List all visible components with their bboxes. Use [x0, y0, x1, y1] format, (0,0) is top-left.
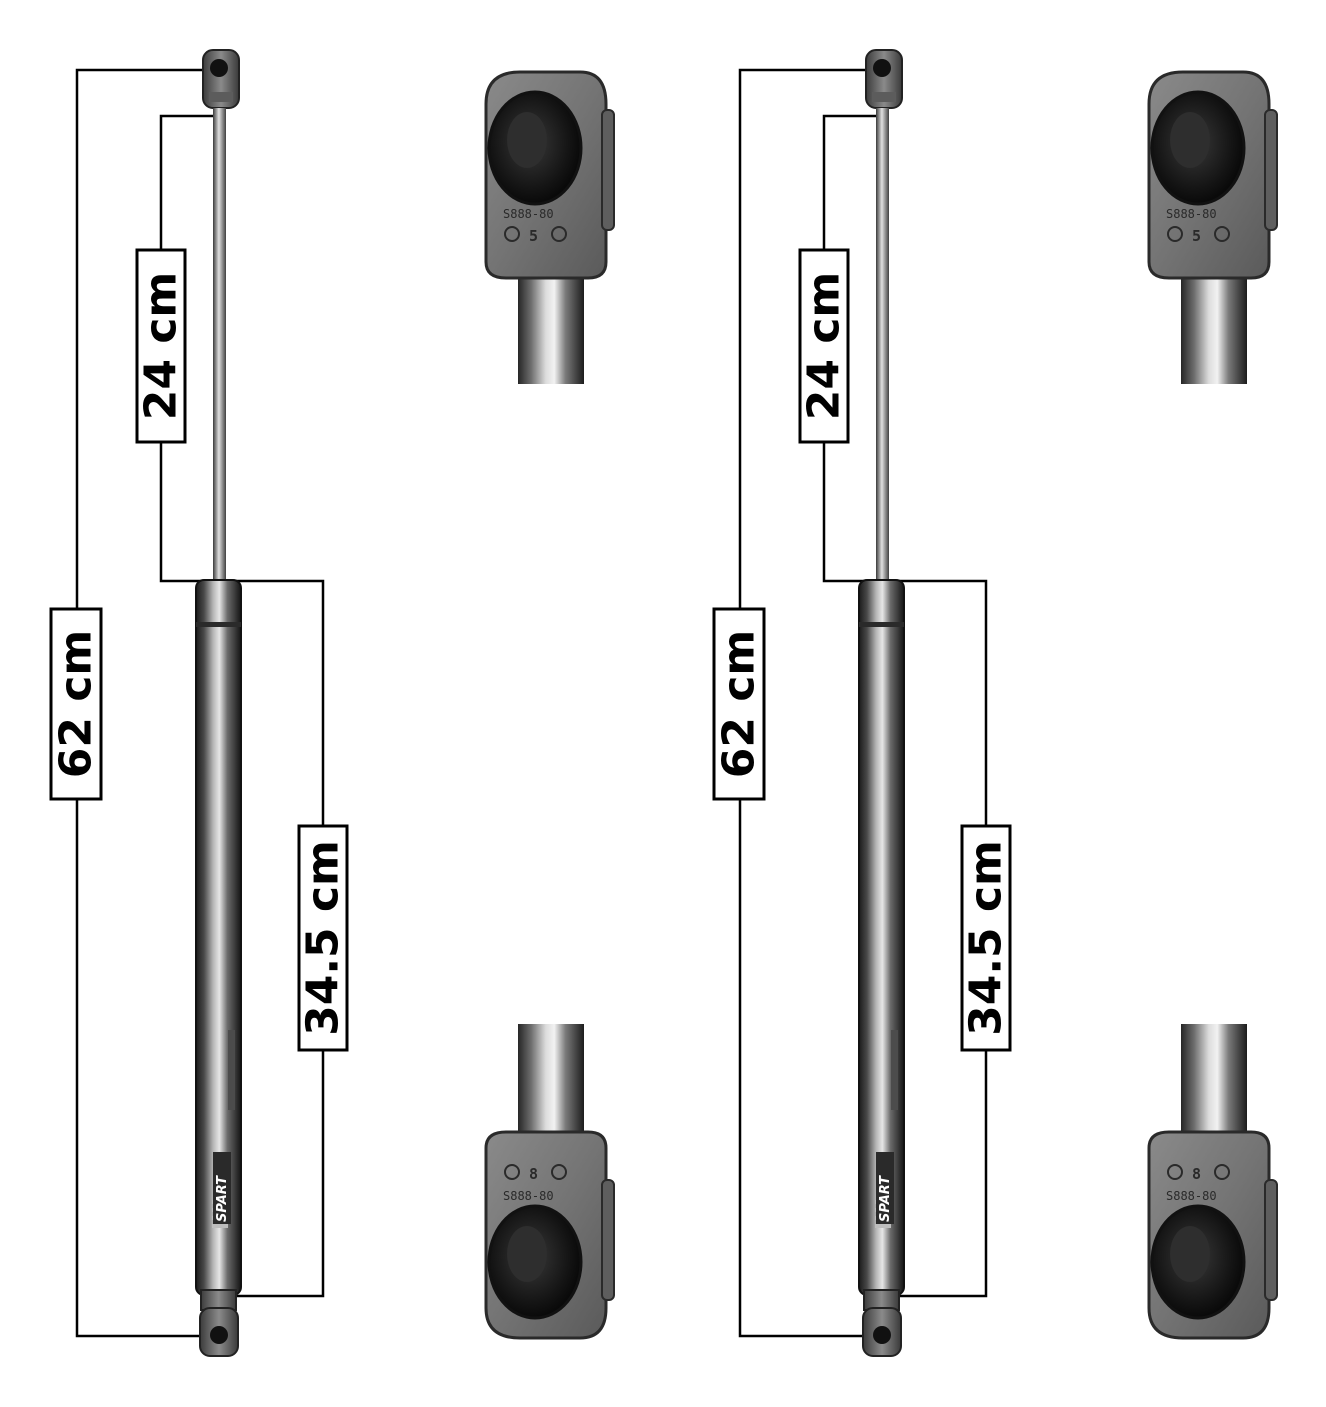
svg-text:24 cm: 24 cm [799, 272, 850, 420]
end-fitting-closeup-top-left [484, 70, 616, 386]
end-fitting-closeup-bottom-right [1147, 1022, 1279, 1340]
dimension-label-rod-right: 24 cm [798, 248, 850, 444]
dimension-label-rod-left: 24 cm [135, 248, 187, 444]
end-fitting-closeup-bottom-left [484, 1022, 616, 1340]
svg-text:62 cm: 62 cm [714, 630, 765, 778]
end-fitting-closeup-top-right [1147, 70, 1279, 386]
brand-mark-left: SPART [213, 1152, 231, 1224]
svg-text:34.5 cm: 34.5 cm [961, 840, 1012, 1036]
dimension-label-cylinder-left: 34.5 cm [297, 824, 349, 1052]
strut-unit-left: SPART 62 cm 24 cm 34.5 cm [49, 49, 616, 1357]
brand-mark-right: SPART [876, 1152, 894, 1224]
svg-text:34.5 cm: 34.5 cm [298, 840, 349, 1036]
dimension-label-cylinder-right: 34.5 cm [960, 824, 1012, 1052]
svg-text:SPART: SPART [215, 1175, 230, 1222]
svg-text:24 cm: 24 cm [136, 272, 187, 420]
dimension-label-overall-left: 62 cm [49, 607, 103, 801]
svg-text:SPART: SPART [878, 1175, 893, 1222]
strut-unit-right: SPART 62 cm 24 cm 34.5 cm [712, 49, 1279, 1357]
svg-text:62 cm: 62 cm [51, 630, 102, 778]
dimension-label-overall-right: 62 cm [712, 607, 766, 801]
